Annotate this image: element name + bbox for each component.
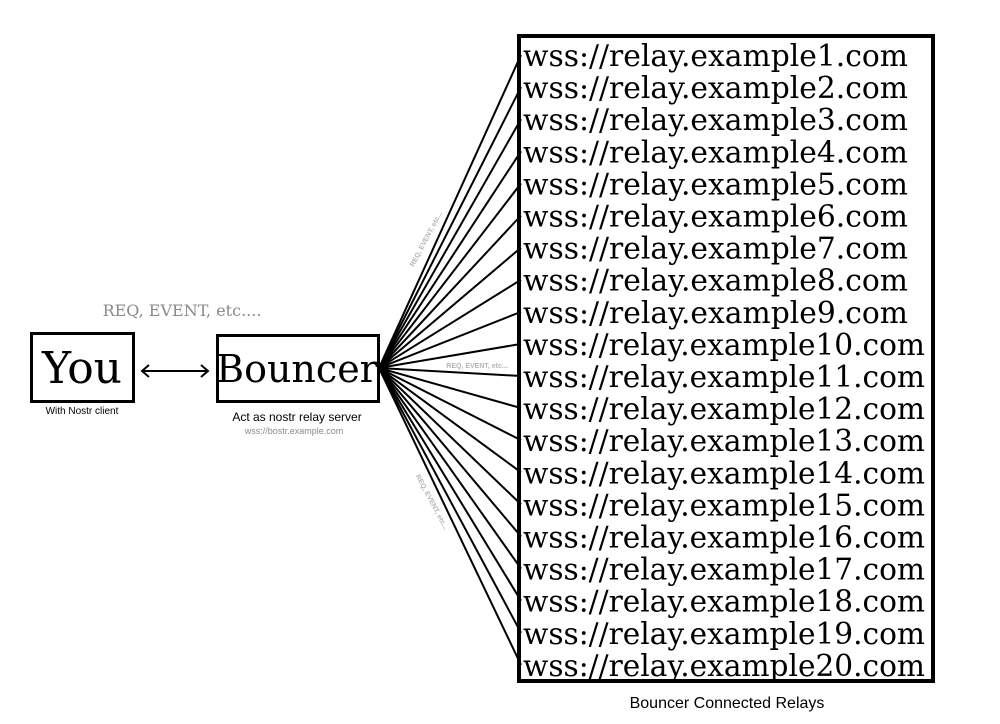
relay-connection-line: [378, 367, 522, 442]
relay-connection-line: [378, 118, 522, 369]
relay-connection-line: [378, 367, 522, 634]
relay-item: wss://relay.example5.com: [523, 167, 908, 202]
relay-connection-lines: [378, 54, 522, 666]
relay-connection-line: [378, 54, 522, 369]
relay-item: wss://relay.example20.com: [523, 649, 925, 684]
client-message-label: REQ, EVENT, etc....: [103, 301, 262, 320]
relay-connection-line: [378, 367, 522, 506]
relay-connection-line: [378, 278, 522, 369]
relay-connection-line: [378, 367, 522, 377]
relay-connection-line: [378, 246, 522, 369]
relay-item: wss://relay.example11.com: [523, 360, 925, 395]
relay-connection-line: [378, 367, 522, 538]
relay-item: wss://relay.example9.com: [523, 296, 908, 331]
relay-item: wss://relay.example1.com: [523, 39, 908, 74]
you-node-box: [30, 332, 135, 403]
relay-item: wss://relay.example12.com: [523, 392, 925, 427]
bouncer-node-url: wss://bostr.example.com: [244, 426, 344, 436]
bouncer-node-box: [216, 334, 380, 403]
relay-item: wss://relay.example15.com: [523, 488, 925, 523]
bouncer-node-label: Bouncer: [216, 347, 379, 391]
relay-item: wss://relay.example16.com: [523, 521, 925, 556]
relay-item: wss://relay.example18.com: [523, 585, 925, 620]
relay-list: wss://relay.example1.comwss://relay.exam…: [523, 39, 925, 684]
you-node-label: You: [41, 343, 122, 394]
relay-connection-line: [378, 342, 522, 369]
relay-list-box: [517, 34, 935, 683]
relay-item: wss://relay.example6.com: [523, 200, 908, 235]
fan-message-label-middle: REQ, EVENT, etc...: [446, 363, 508, 370]
relay-list-caption: Bouncer Connected Relays: [630, 695, 825, 712]
relay-item: wss://relay.example8.com: [523, 264, 908, 299]
relay-connection-line: [378, 310, 522, 369]
relay-connection-line: [378, 367, 522, 602]
relay-connection-line: [378, 367, 522, 570]
bidirectional-arrow: [140, 364, 210, 378]
relay-item: wss://relay.example13.com: [523, 424, 925, 459]
relay-item: wss://relay.example4.com: [523, 135, 908, 170]
relay-connection-line: [378, 367, 522, 410]
relay-item: wss://relay.example2.com: [523, 71, 908, 106]
relay-item: wss://relay.example19.com: [523, 617, 925, 652]
relay-item: wss://relay.example14.com: [523, 456, 925, 491]
bouncer-node-caption: Act as nostr relay server: [232, 410, 361, 424]
relay-connection-line: [378, 182, 522, 369]
relay-item: wss://relay.example3.com: [523, 103, 908, 138]
relay-connection-line: [378, 214, 522, 369]
relay-item: wss://relay.example10.com: [523, 328, 925, 363]
you-node-caption: With Nostr client: [46, 406, 119, 417]
fan-message-label-upper: REQ, EVENT, etc...: [409, 210, 444, 268]
relay-connection-line: [378, 86, 522, 369]
relay-connection-line: [378, 150, 522, 369]
relay-connection-line: [378, 367, 522, 666]
relay-item: wss://relay.example7.com: [523, 232, 908, 267]
relay-item: wss://relay.example17.com: [523, 553, 925, 588]
relay-connection-line: [378, 367, 522, 474]
